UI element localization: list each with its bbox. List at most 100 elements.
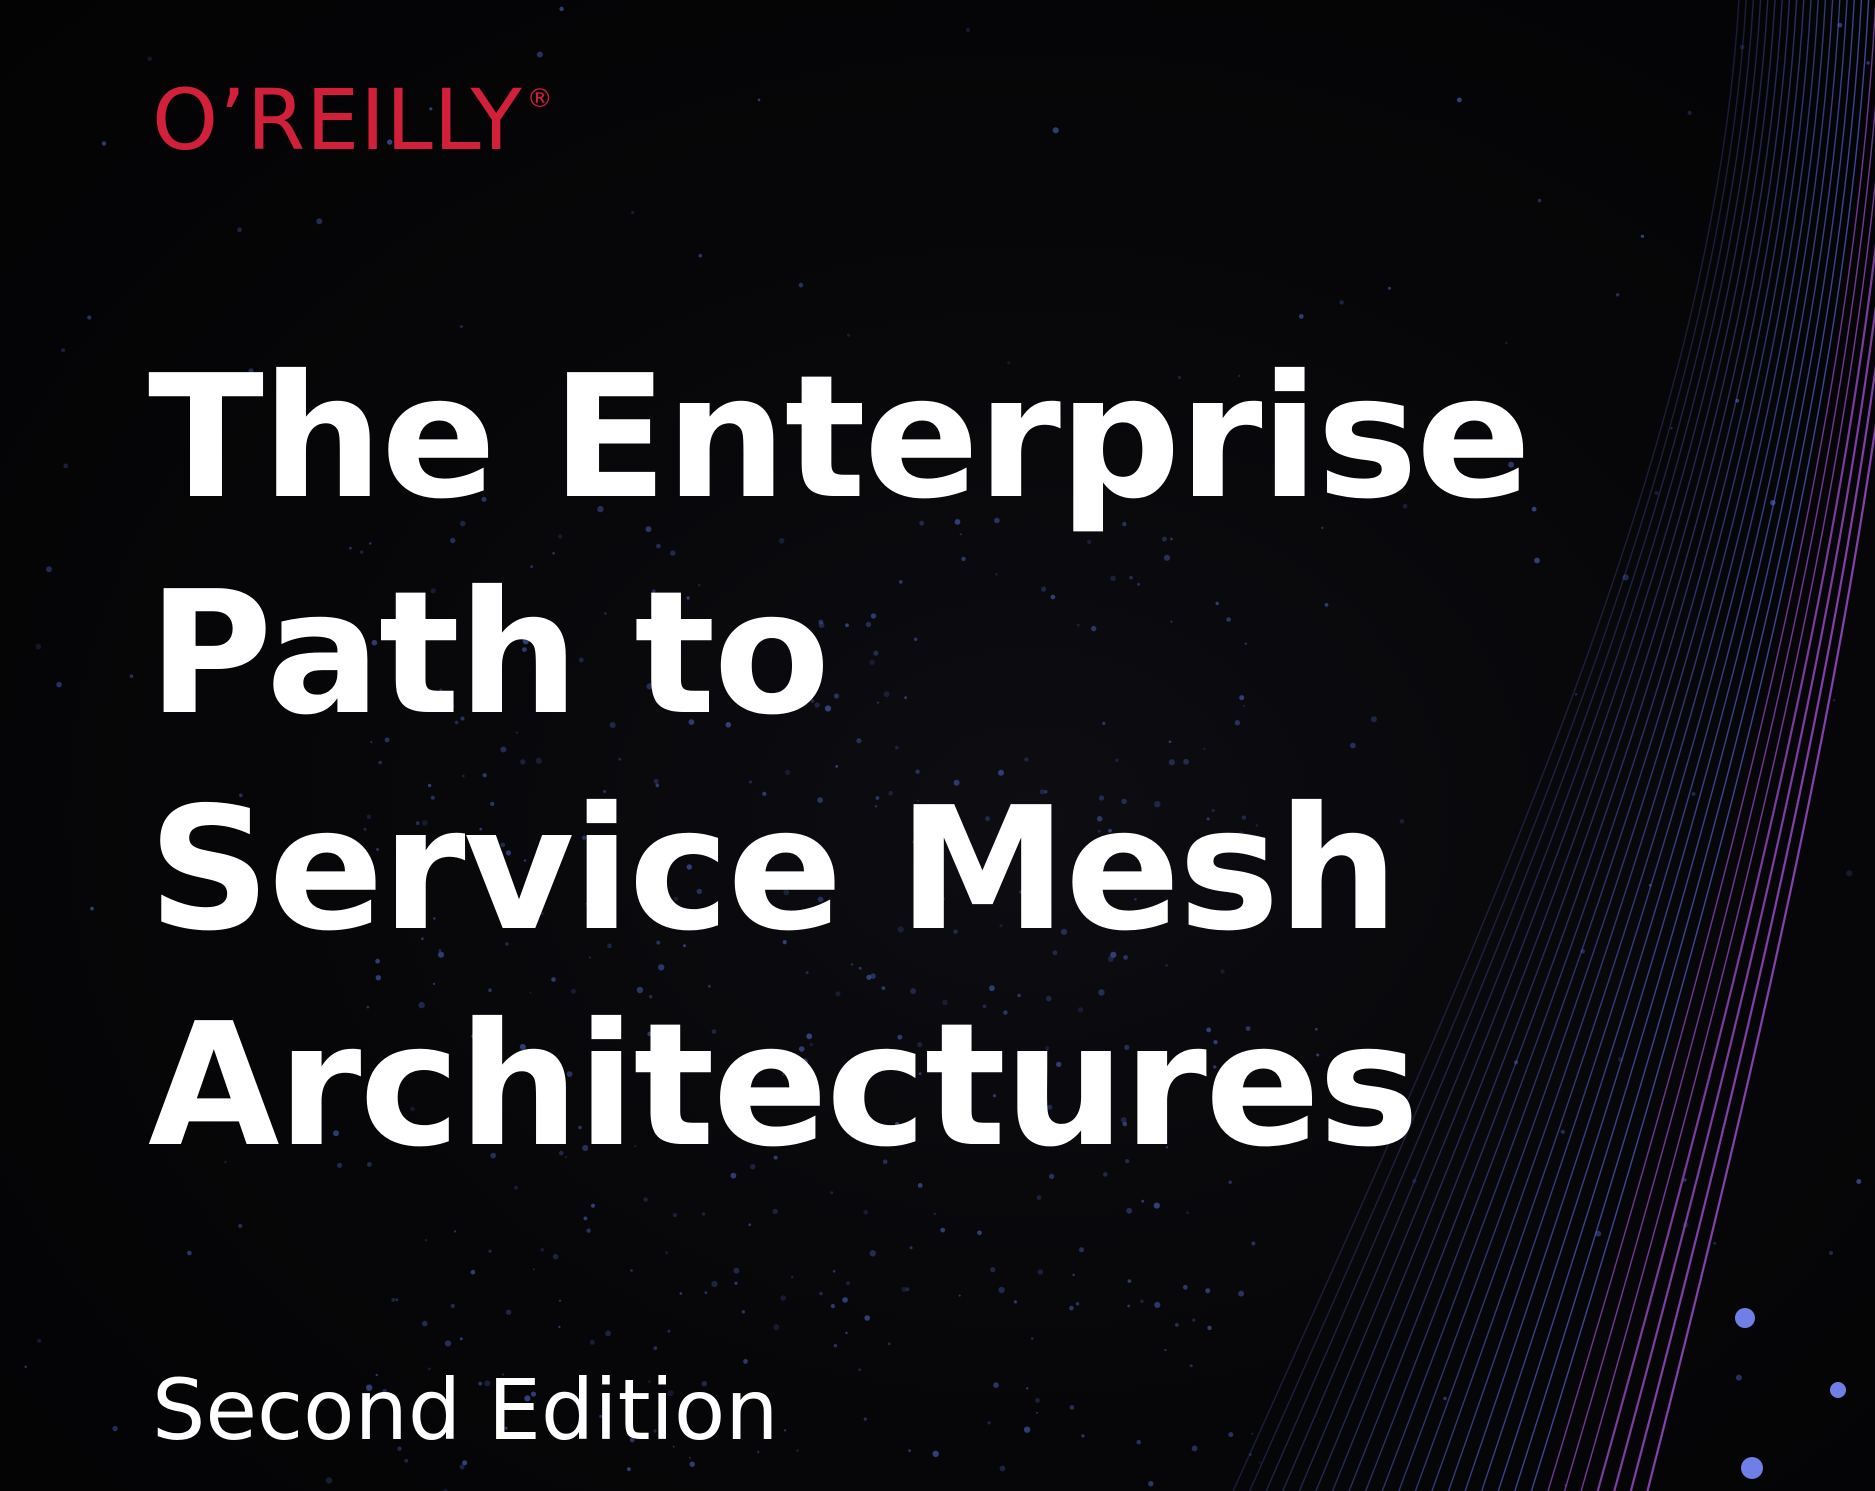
particle-dot xyxy=(863,1209,868,1215)
particle-dot xyxy=(772,1208,778,1215)
particle-dot xyxy=(410,1106,415,1112)
particle-dot xyxy=(1238,831,1244,838)
particle-dot xyxy=(1238,1290,1245,1297)
particle-dot xyxy=(1098,795,1105,801)
particle-dot xyxy=(1735,398,1740,403)
particle-dot xyxy=(953,929,958,934)
particle-dot xyxy=(1213,1040,1218,1045)
particle-dot xyxy=(523,859,527,862)
particle-dot xyxy=(961,556,966,562)
particle-dot xyxy=(450,537,456,544)
particle-dot xyxy=(1103,1172,1108,1177)
particle-dot xyxy=(881,986,886,990)
particle-dot xyxy=(501,1373,505,1376)
particle-dot xyxy=(904,696,907,699)
arc-lines xyxy=(1232,0,1875,1491)
particle-dot xyxy=(897,926,904,933)
arc-line xyxy=(1447,0,1834,1491)
particle-dot xyxy=(396,594,401,598)
particle-dot xyxy=(634,1145,637,1148)
particle-dot xyxy=(471,1034,475,1039)
particle-dot xyxy=(809,1042,813,1047)
particle-dot xyxy=(430,795,435,800)
particle-dot xyxy=(870,973,876,979)
particle-dot xyxy=(994,517,1000,524)
arc-line xyxy=(1282,0,1762,1491)
arc-node xyxy=(1830,1382,1846,1398)
particle-dot xyxy=(817,797,823,803)
particle-dot xyxy=(801,1058,809,1065)
particle-dot xyxy=(932,1450,939,1458)
particle-dot xyxy=(842,1297,848,1303)
particle-dot xyxy=(578,657,584,663)
particle-dot xyxy=(824,705,832,712)
particle-dot xyxy=(870,613,877,619)
particle-dot xyxy=(530,1391,537,1397)
particle-dot xyxy=(677,913,684,921)
particle-dot xyxy=(805,971,809,975)
particle-dot xyxy=(679,1292,683,1295)
particle-dot xyxy=(581,835,587,840)
particle-dot xyxy=(1108,828,1112,833)
particle-dot xyxy=(1019,890,1023,894)
particle-dot xyxy=(605,1330,611,1337)
particle-dot xyxy=(762,791,767,797)
particle-dot xyxy=(784,686,791,693)
edition-label: Second Edition xyxy=(152,1361,779,1459)
particle-dot xyxy=(1107,914,1115,921)
particle-dot xyxy=(366,1384,373,1391)
particle-dot xyxy=(707,984,711,988)
particle-dot xyxy=(874,805,878,808)
particle-dot xyxy=(1047,1104,1053,1110)
particle-dot xyxy=(558,534,563,539)
particle-dot xyxy=(796,1449,799,1452)
particle-dot xyxy=(668,609,671,613)
particle-dot xyxy=(532,920,536,924)
particle-dot xyxy=(985,816,990,822)
particle-dot xyxy=(1059,1129,1063,1132)
particle-dot xyxy=(1003,1010,1008,1015)
particle-dot xyxy=(646,683,653,690)
particle-dot xyxy=(367,1162,372,1167)
particle-dot xyxy=(756,464,761,469)
publisher-name: O’REILLY xyxy=(152,71,523,169)
particle-dot xyxy=(522,638,529,645)
particle-dot xyxy=(686,864,692,870)
particle-dot xyxy=(366,1005,370,1009)
particle-dot xyxy=(741,1310,746,1314)
particle-dot xyxy=(656,940,661,945)
particle-dot xyxy=(433,982,436,986)
particle-dot xyxy=(459,1464,465,1470)
particle-dot xyxy=(1443,1396,1447,1401)
particle-dot xyxy=(1683,1178,1687,1182)
particle-dot xyxy=(1026,1387,1029,1390)
particle-dot xyxy=(1075,1302,1080,1306)
particle-dot xyxy=(442,1134,448,1139)
particle-dot xyxy=(529,991,532,994)
particle-dot xyxy=(1052,950,1058,956)
particle-dot xyxy=(462,1460,468,1466)
particle-dot xyxy=(588,956,592,959)
arc-line xyxy=(1480,0,1848,1491)
particle-dot xyxy=(558,1325,561,1328)
particle-dot xyxy=(1534,557,1540,564)
particle-dot xyxy=(1039,789,1045,795)
particle-dot xyxy=(899,580,903,584)
particle-dot xyxy=(541,912,544,915)
particle-dot xyxy=(1097,829,1101,833)
arc-line xyxy=(1265,0,1754,1491)
particle-dot xyxy=(470,1269,476,1275)
particle-dot xyxy=(1035,1398,1040,1403)
particle-dot xyxy=(585,902,588,905)
particle-dot xyxy=(698,253,703,258)
arc-line xyxy=(1298,0,1769,1491)
particle-dot xyxy=(500,746,507,753)
particle-dot xyxy=(1321,526,1324,530)
particle-dot xyxy=(530,565,534,569)
particle-dot xyxy=(1580,949,1586,954)
particle-dot xyxy=(1037,1269,1044,1275)
particle-dot xyxy=(486,591,490,595)
particle-dot xyxy=(1244,642,1247,645)
particle-dot xyxy=(1206,817,1210,821)
particle-dot xyxy=(510,892,514,897)
